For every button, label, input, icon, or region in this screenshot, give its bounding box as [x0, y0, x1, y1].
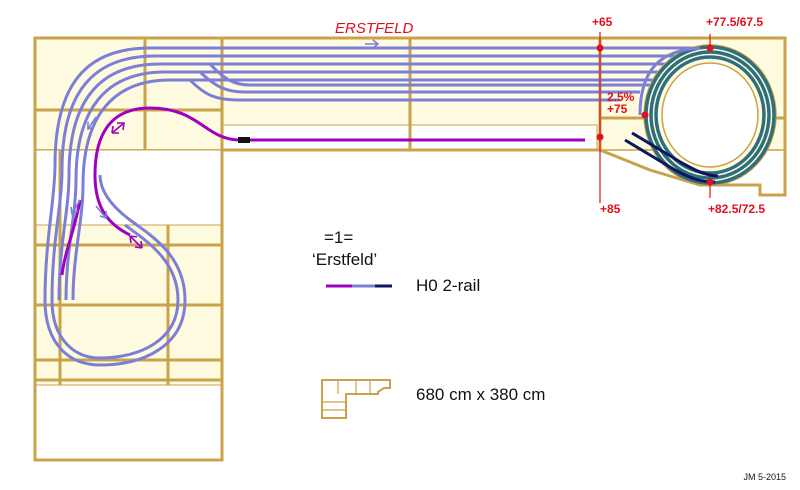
elevation-dot — [641, 111, 649, 119]
track-line — [71, 78, 660, 301]
author-credit: JM 5-2015 — [743, 472, 786, 482]
direction-arrow — [365, 39, 380, 49]
bidirectional-arrow — [111, 122, 125, 134]
elevation-label-top-right: +77.5/67.5 — [706, 15, 763, 29]
helix-core — [661, 62, 759, 168]
left-lower-panel — [34, 384, 223, 461]
elevation-label-bottom-right: +82.5/72.5 — [708, 202, 765, 216]
elevation-dot — [596, 133, 604, 141]
station-tracks — [43, 46, 700, 301]
elevation-label-mid: +75 — [607, 102, 628, 116]
track-line — [43, 174, 187, 367]
elevation-dot — [706, 178, 714, 186]
direction-arrows — [70, 39, 380, 249]
direction-arrow — [87, 116, 97, 131]
hidden-track — [631, 131, 719, 178]
track-line — [50, 223, 180, 360]
track-line — [64, 70, 670, 301]
bidirectional-arrow — [129, 235, 143, 249]
track-line — [638, 46, 701, 116]
helix-turn — [654, 55, 766, 175]
buffer-stop — [238, 137, 250, 143]
track-line — [188, 78, 620, 102]
legend-miniature-plan — [321, 379, 391, 419]
track-line — [198, 70, 640, 94]
track-line — [50, 54, 690, 301]
elevation-label-bottom-left: +85 — [600, 202, 621, 216]
direction-arrow — [95, 205, 107, 220]
track-line — [43, 46, 700, 301]
elevation-dot — [706, 44, 714, 52]
elevation-markers: ERSTFELD +65 +77.5/67.5 2.5% +75 +85 +82… — [335, 15, 765, 216]
legend-plan-name: ‘Erstfeld’ — [312, 250, 378, 269]
legend-gauge: H0 2-rail — [416, 276, 481, 295]
branch-line — [60, 106, 585, 276]
grade-label: 2.5% — [607, 90, 635, 104]
track-line — [57, 62, 680, 301]
outer-frame — [33, 36, 787, 462]
elevation-dot — [596, 44, 604, 52]
return-loop — [43, 174, 187, 367]
miniature-outline — [321, 379, 391, 419]
track-line — [60, 199, 82, 276]
legend-dimensions: 680 cm x 380 cm — [416, 385, 546, 404]
station-title: ERSTFELD — [335, 20, 414, 37]
elevation-label-top-left: +65 — [592, 15, 613, 29]
legend-plan-number: =1= — [324, 228, 354, 247]
direction-arrow — [70, 199, 81, 216]
track-line — [93, 106, 241, 237]
track-line — [208, 62, 650, 87]
